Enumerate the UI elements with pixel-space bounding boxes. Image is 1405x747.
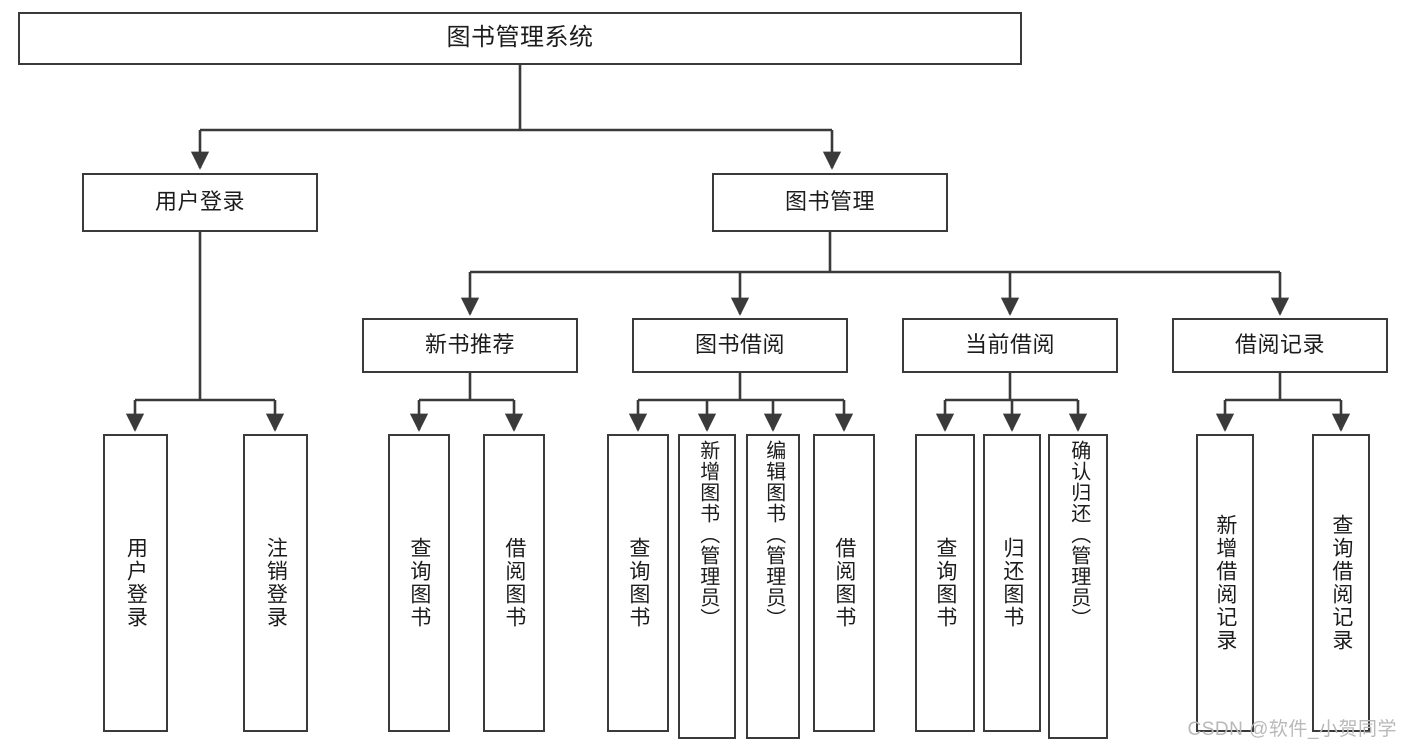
node-borrow-record[interactable]: 借阅记录: [1172, 318, 1388, 373]
node-book-borrow-label: 图书借阅: [694, 332, 785, 358]
node-leaf-query-book-brw-label: 查询图书: [626, 537, 650, 629]
node-leaf-confirm-return[interactable]: 确认归还（管理员）: [1048, 434, 1108, 739]
node-current-borrow-label: 当前借阅: [964, 332, 1055, 358]
node-leaf-edit-book[interactable]: 编辑图书（管理员）: [746, 434, 800, 739]
node-new-book-recommend-label: 新书推荐: [424, 332, 515, 358]
node-leaf-add-book-label: 新增图书（管理员）: [696, 440, 719, 629]
node-leaf-add-record-label: 新增借阅记录: [1213, 514, 1237, 652]
node-leaf-query-book-brw[interactable]: 查询图书: [607, 434, 669, 732]
node-book-borrow[interactable]: 图书借阅: [632, 318, 848, 373]
node-leaf-query-book-cur[interactable]: 查询图书: [915, 434, 975, 732]
node-leaf-edit-book-label: 编辑图书（管理员）: [762, 440, 785, 629]
node-borrow-record-label: 借阅记录: [1234, 332, 1325, 358]
node-leaf-logout-label: 注销登录: [264, 537, 288, 629]
node-book-manage[interactable]: 图书管理: [712, 173, 948, 232]
node-leaf-query-book-cur-label: 查询图书: [933, 537, 957, 629]
node-leaf-user-login[interactable]: 用户登录: [103, 434, 168, 732]
node-leaf-borrow-book-brw-label: 借阅图书: [832, 537, 856, 629]
node-root-label: 图书管理系统: [446, 24, 594, 52]
node-leaf-query-book-rec-label: 查询图书: [407, 537, 431, 629]
node-leaf-return-book-label: 归还图书: [1000, 537, 1024, 629]
node-root[interactable]: 图书管理系统: [18, 12, 1022, 65]
node-leaf-borrow-book-rec-label: 借阅图书: [502, 537, 526, 629]
node-leaf-query-book-rec[interactable]: 查询图书: [388, 434, 450, 732]
node-leaf-query-record[interactable]: 查询借阅记录: [1312, 434, 1370, 732]
node-book-manage-label: 图书管理: [784, 189, 875, 215]
node-leaf-user-login-label: 用户登录: [124, 537, 148, 629]
node-leaf-add-record[interactable]: 新增借阅记录: [1196, 434, 1254, 732]
node-current-borrow[interactable]: 当前借阅: [902, 318, 1118, 373]
watermark: CSDN @软件_小贺同学: [1187, 719, 1397, 740]
node-leaf-query-record-label: 查询借阅记录: [1329, 514, 1353, 652]
node-leaf-add-book[interactable]: 新增图书（管理员）: [678, 434, 736, 739]
node-leaf-logout[interactable]: 注销登录: [243, 434, 308, 732]
node-user-login-label: 用户登录: [154, 189, 245, 215]
node-leaf-borrow-book-brw[interactable]: 借阅图书: [813, 434, 875, 732]
node-leaf-return-book[interactable]: 归还图书: [983, 434, 1041, 732]
node-user-login[interactable]: 用户登录: [82, 173, 318, 232]
node-leaf-confirm-return-label: 确认归还（管理员）: [1067, 440, 1090, 629]
node-leaf-borrow-book-rec[interactable]: 借阅图书: [483, 434, 545, 732]
node-new-book-recommend[interactable]: 新书推荐: [362, 318, 578, 373]
